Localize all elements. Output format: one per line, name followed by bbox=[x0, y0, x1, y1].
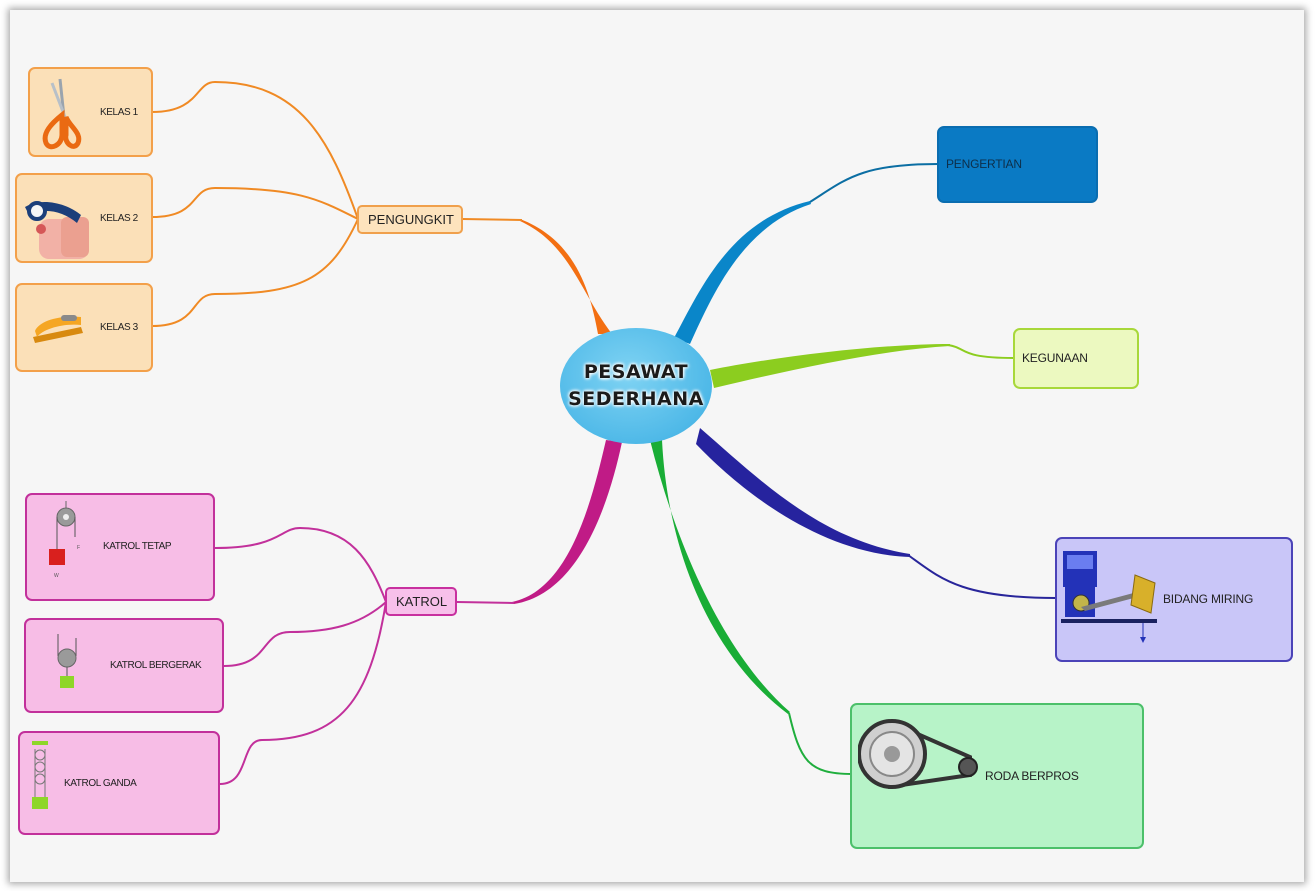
movable-pulley-icon bbox=[57, 634, 77, 688]
svg-text:F: F bbox=[77, 545, 80, 551]
branch-link-pengertian-tail bbox=[809, 163, 939, 203]
link-kelas-1 bbox=[151, 80, 359, 220]
link-katrol-bergerak bbox=[223, 601, 387, 667]
branch-link-katrol-tail bbox=[456, 601, 515, 604]
topic-roda-berpros-label: RODA BERPROS bbox=[985, 769, 1079, 783]
topic-katrol-bergerak[interactable]: KATROL BERGERAK bbox=[24, 618, 224, 713]
fixed-pulley-icon: F W bbox=[49, 501, 80, 579]
topic-kegunaan-label: KEGUNAAN bbox=[1022, 351, 1088, 365]
compound-pulley-icon bbox=[32, 741, 48, 809]
topic-kelas-3[interactable]: KELAS 3 bbox=[15, 283, 153, 372]
branch-link-bidang-miring bbox=[696, 428, 910, 557]
topic-kelas-1-label: KELAS 1 bbox=[100, 107, 138, 118]
topic-katrol-tetap[interactable]: F W KATROL TETAP bbox=[25, 493, 215, 601]
topic-katrol[interactable]: KATROL bbox=[385, 587, 457, 616]
scissors-icon bbox=[42, 78, 82, 150]
topic-kelas-1[interactable]: KELAS 1 bbox=[28, 67, 153, 157]
branch-link-pengungkit bbox=[520, 219, 612, 334]
topic-kelas-2[interactable]: KELAS 2 bbox=[15, 173, 153, 263]
topic-pengungkit[interactable]: PENGUNGKIT bbox=[357, 205, 463, 234]
topic-pengertian-label: PENGERTIAN bbox=[946, 157, 1022, 171]
bottle-opener-icon bbox=[25, 201, 89, 259]
branch-link-pengungkit-tail bbox=[461, 218, 523, 221]
branch-link-katrol bbox=[512, 440, 622, 604]
svg-text:W: W bbox=[54, 573, 59, 579]
branch-link-kegunaan bbox=[710, 344, 950, 388]
branch-link-bidang-miring-tail bbox=[907, 554, 1057, 599]
link-kelas-3 bbox=[151, 218, 359, 327]
topic-kelas-3-label: KELAS 3 bbox=[100, 322, 138, 333]
central-topic-line-1: PESAWAT bbox=[583, 361, 689, 383]
branch-link-pengertian bbox=[674, 201, 811, 344]
inclined-plane-icon bbox=[1061, 551, 1157, 643]
link-katrol-tetap bbox=[214, 526, 387, 603]
topic-bidang-miring-label: BIDANG MIRING bbox=[1163, 592, 1254, 606]
topic-roda-berpros[interactable]: RODA BERPROS bbox=[850, 703, 1144, 849]
topic-katrol-ganda-label: KATROL GANDA bbox=[64, 778, 137, 789]
topic-katrol-ganda[interactable]: KATROL GANDA bbox=[18, 731, 220, 835]
stapler-icon bbox=[33, 315, 83, 343]
link-kelas-2 bbox=[151, 186, 359, 220]
topic-kegunaan[interactable]: KEGUNAAN bbox=[1013, 328, 1139, 389]
topic-katrol-tetap-label: KATROL TETAP bbox=[103, 541, 172, 552]
topic-pengertian[interactable]: PENGERTIAN bbox=[937, 126, 1098, 203]
branch-link-roda-berpros bbox=[650, 440, 790, 714]
branch-link-roda-berpros-tail bbox=[788, 712, 853, 775]
topic-kelas-2-label: KELAS 2 bbox=[100, 213, 138, 224]
topic-bidang-miring[interactable]: BIDANG MIRING bbox=[1055, 537, 1293, 662]
topic-katrol-bergerak-label: KATROL BERGERAK bbox=[110, 660, 202, 671]
central-topic[interactable]: PESAWAT SEDERHANA bbox=[560, 328, 712, 444]
link-katrol-ganda bbox=[219, 601, 387, 785]
branch-link-kegunaan-tail bbox=[947, 344, 1015, 359]
topic-katrol-label: KATROL bbox=[396, 594, 448, 609]
chain-wheel-icon bbox=[858, 719, 978, 789]
central-topic-line-2: SEDERHANA bbox=[568, 388, 704, 410]
topic-pengungkit-label: PENGUNGKIT bbox=[368, 212, 454, 227]
